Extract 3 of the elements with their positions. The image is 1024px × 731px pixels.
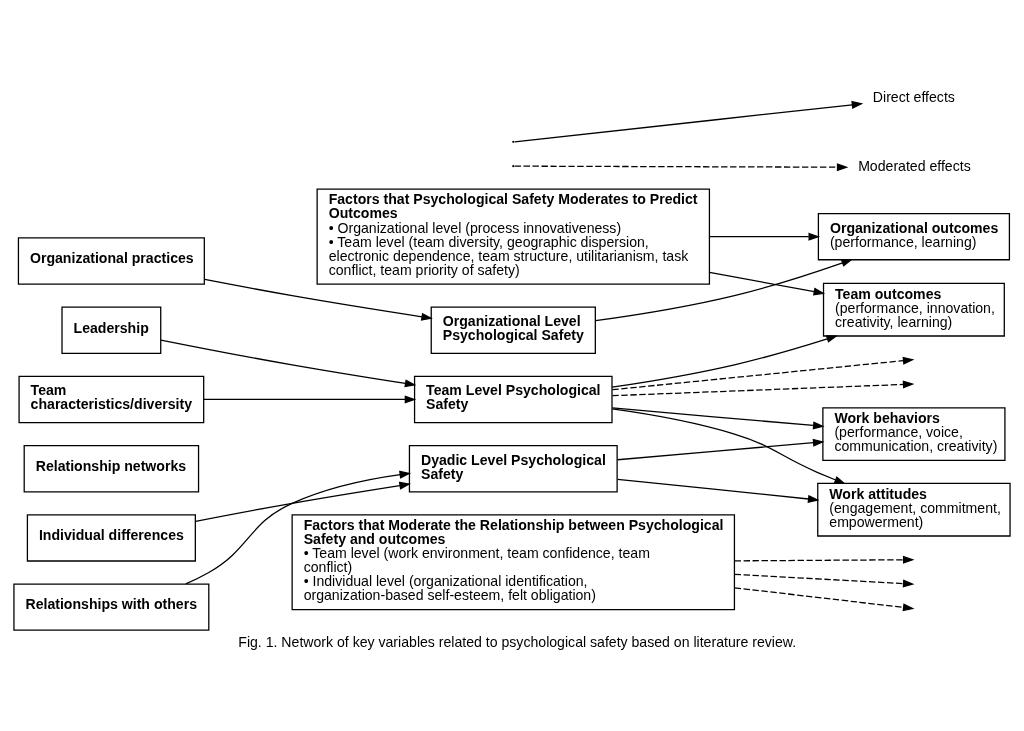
legend-label: Moderated effects (858, 158, 971, 175)
legend-label: Direct effects (872, 88, 955, 105)
caption: Fig. 1. Network of key variables related to psychological safety based on literature review. (238, 633, 797, 650)
